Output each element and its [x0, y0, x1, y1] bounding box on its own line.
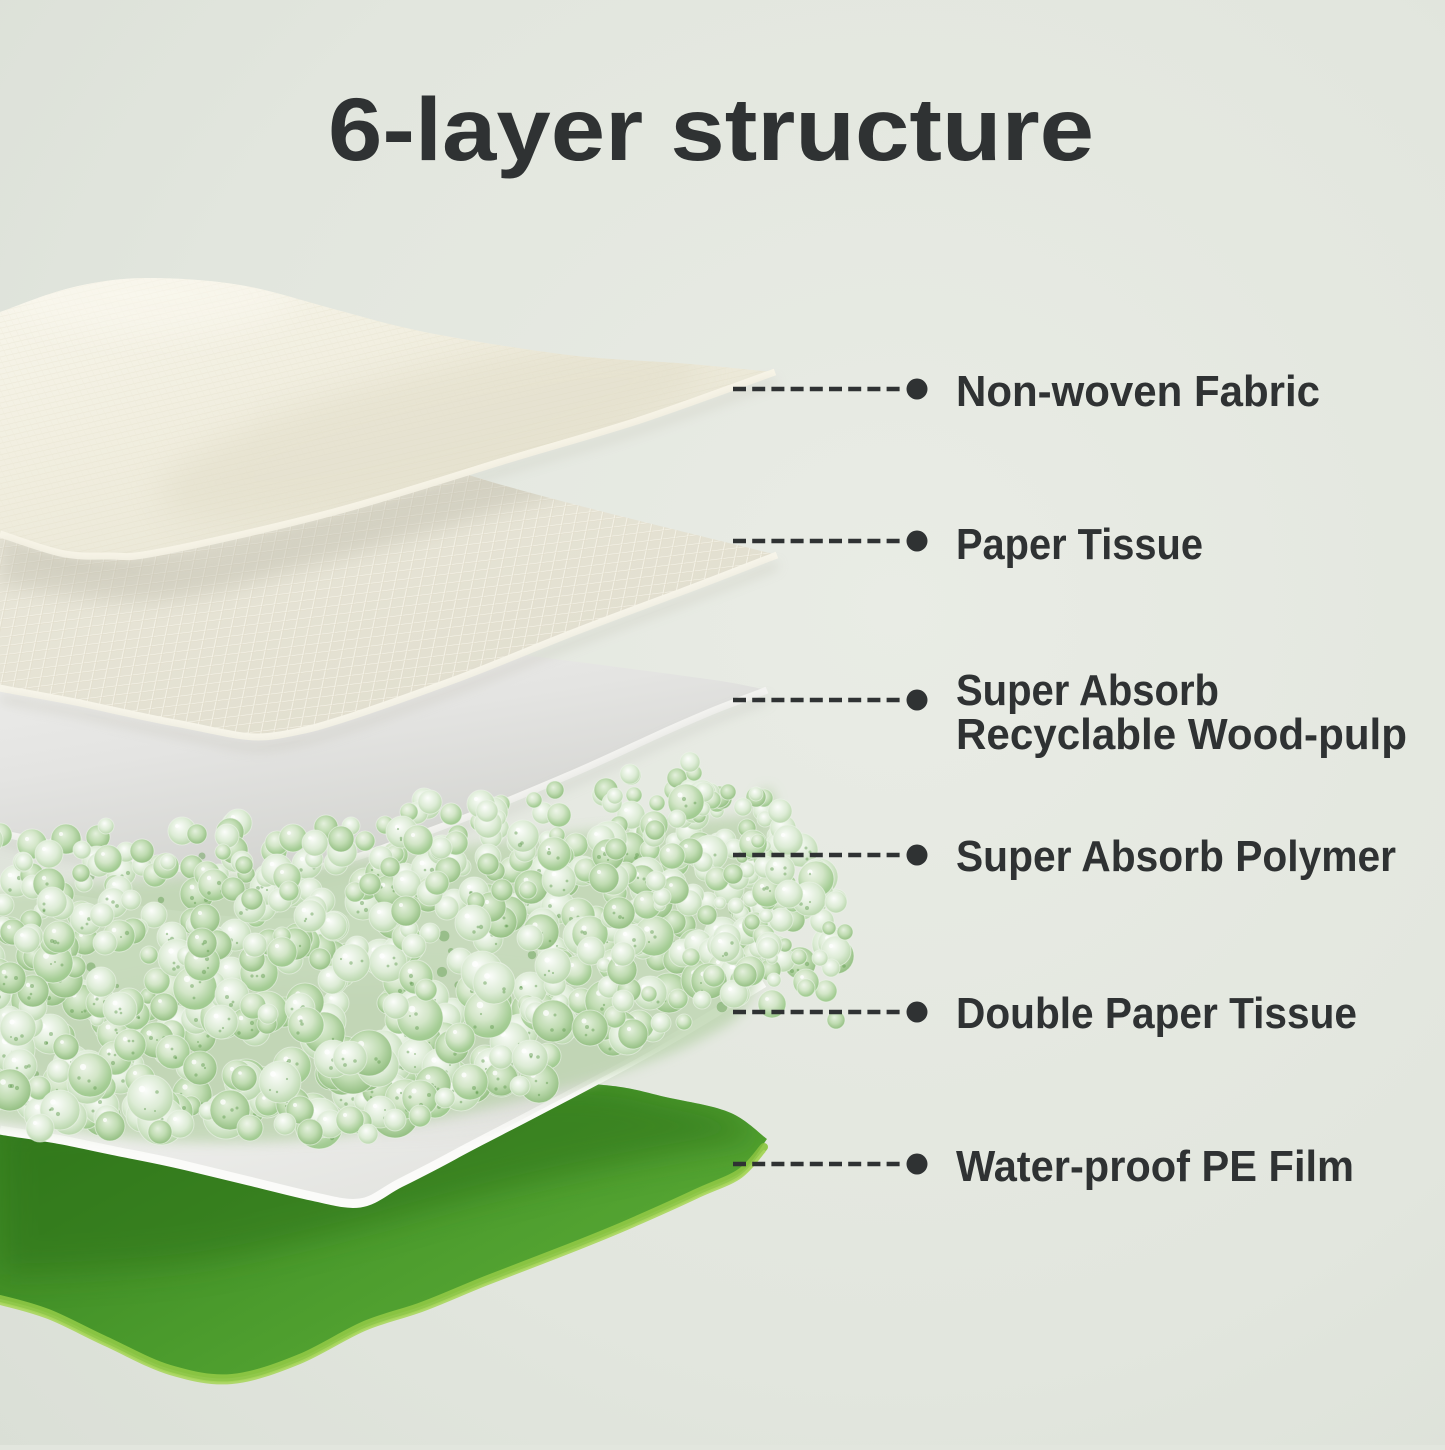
svg-text:Super Absorb Polymer: Super Absorb Polymer: [956, 832, 1396, 881]
svg-text:Non-woven Fabric: Non-woven Fabric: [956, 367, 1320, 416]
svg-text:6-layer structure: 6-layer structure: [328, 79, 1094, 179]
svg-text:Water-proof PE Film: Water-proof PE Film: [956, 1142, 1354, 1191]
svg-text:Super Absorb: Super Absorb: [956, 666, 1219, 715]
svg-text:Double Paper Tissue: Double Paper Tissue: [956, 989, 1357, 1038]
svg-text:Recyclable Wood-pulp: Recyclable Wood-pulp: [956, 710, 1407, 759]
svg-text:Paper Tissue: Paper Tissue: [956, 520, 1203, 569]
